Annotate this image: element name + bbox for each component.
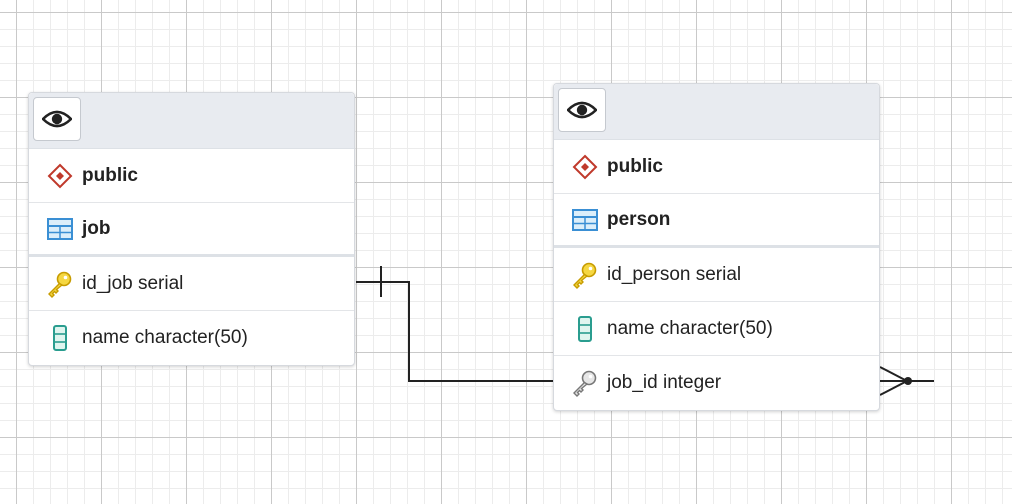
column-icon xyxy=(46,324,74,352)
column-row[interactable]: id_person serial xyxy=(554,248,879,302)
table-node-job[interactable]: public job id_job serial xyxy=(28,92,355,366)
view-data-button[interactable] xyxy=(558,88,606,132)
column-row[interactable]: id_job serial xyxy=(29,257,354,311)
many-marker-top xyxy=(879,366,908,382)
table-grid-icon xyxy=(571,206,599,234)
schema-name: public xyxy=(82,164,138,186)
schema-row: public xyxy=(554,140,879,194)
eye-icon xyxy=(42,110,72,128)
table-node-person[interactable]: public person id_person ser xyxy=(553,83,880,411)
column-row[interactable]: job_id integer xyxy=(554,356,879,410)
table-name-row: person xyxy=(554,194,879,248)
column-label: job_id integer xyxy=(607,372,722,393)
schema-name: public xyxy=(607,155,663,177)
column-label: id_job serial xyxy=(82,272,184,294)
node-header xyxy=(554,84,879,140)
column-row[interactable]: name character(50) xyxy=(29,311,354,365)
relation-line xyxy=(356,281,553,382)
schema-row: public xyxy=(29,149,354,203)
table-grid-icon xyxy=(46,215,74,243)
eye-icon xyxy=(567,101,597,119)
column-label: name character(50) xyxy=(607,317,773,339)
foreign-key-icon xyxy=(571,369,599,397)
schema-diamond-icon xyxy=(571,153,599,181)
column-label: name character(50) xyxy=(82,327,248,348)
table-name-row: job xyxy=(29,203,354,257)
column-row[interactable]: name character(50) xyxy=(554,302,879,356)
many-marker-bottom xyxy=(879,380,908,396)
column-icon xyxy=(571,315,599,343)
view-data-button[interactable] xyxy=(33,97,81,141)
many-marker-dot xyxy=(904,377,912,385)
column-label: id_person serial xyxy=(607,263,742,285)
primary-key-icon xyxy=(46,270,74,298)
table-name: job xyxy=(82,217,111,239)
table-name: person xyxy=(607,208,671,230)
primary-key-icon xyxy=(571,261,599,289)
schema-diamond-icon xyxy=(46,162,74,190)
node-header xyxy=(29,93,354,149)
